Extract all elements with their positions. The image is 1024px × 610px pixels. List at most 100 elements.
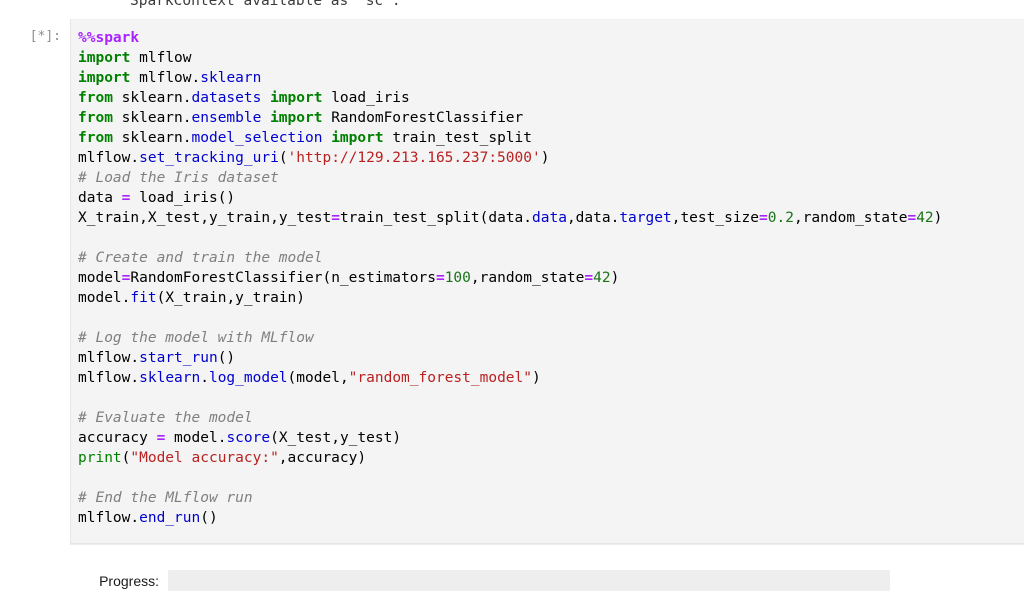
code-line-8: # Load the Iris dataset bbox=[78, 168, 1018, 188]
token-comment-log: # Log the model with MLflow bbox=[78, 330, 314, 346]
token-keyword-from: from bbox=[78, 130, 113, 146]
token-submodule-model-selection: model_selection bbox=[191, 130, 323, 146]
token-module-mlflow: mlflow bbox=[78, 350, 131, 366]
token-name-tts: train_test_split bbox=[392, 130, 532, 146]
code-line-17: mlflow.start_run() bbox=[78, 348, 1018, 368]
token-paren-open: ( bbox=[121, 450, 131, 466]
code-line-24: # End the MLflow run bbox=[78, 488, 1018, 508]
token-module-mlflow: mlflow bbox=[78, 150, 131, 166]
code-line-7: mlflow.set_tracking_uri('http://129.213.… bbox=[78, 148, 1018, 168]
token-fn-set-tracking-uri: set_tracking_uri bbox=[139, 150, 279, 166]
code-line-22: print("Model accuracy:",accuracy) bbox=[78, 448, 1018, 468]
token-comma: , bbox=[139, 210, 148, 226]
token-attr-sklearn: sklearn bbox=[200, 70, 262, 86]
token-attr-sklearn: sklearn bbox=[139, 370, 201, 386]
token-module-mlflow: mlflow bbox=[139, 70, 192, 86]
token-keyword-import: import bbox=[78, 70, 131, 86]
code-line-25: mlflow.end_run() bbox=[78, 508, 1018, 528]
token-dot: . bbox=[130, 150, 140, 166]
token-num-test-size: 0.2 bbox=[767, 210, 794, 226]
token-paren-close: ) bbox=[357, 450, 367, 466]
token-var-xtrain: X_train bbox=[78, 210, 140, 226]
previous-output-text: SparkContext available as 'sc'. bbox=[130, 0, 401, 9]
token-paren-close: ) bbox=[296, 290, 306, 306]
code-line-6: from sklearn.model_selection import trai… bbox=[78, 128, 1018, 148]
token-comma: , bbox=[566, 210, 576, 226]
token-comma: , bbox=[671, 210, 681, 226]
token-string-accuracy-label: "Model accuracy:" bbox=[130, 450, 279, 466]
token-var-model: model bbox=[78, 290, 122, 306]
progress-bar-track[interactable] bbox=[168, 570, 890, 591]
token-name-rfc: RandomForestClassifier bbox=[130, 270, 323, 286]
token-paren-open: ( bbox=[322, 270, 332, 286]
code-line-21: accuracy = model.score(X_test,y_test) bbox=[78, 428, 1018, 448]
code-line-14: model.fit(X_train,y_train) bbox=[78, 288, 1018, 308]
token-module-mlflow: mlflow bbox=[139, 50, 192, 66]
token-module-mlflow: mlflow bbox=[78, 370, 131, 386]
token-dot: . bbox=[610, 210, 620, 226]
token-comment-load: # Load the Iris dataset bbox=[78, 170, 279, 186]
token-comma: , bbox=[270, 210, 279, 226]
token-submodule-datasets: datasets bbox=[191, 90, 262, 106]
code-line-23-blank bbox=[78, 468, 1018, 488]
token-string-model-name: "random_forest_model" bbox=[348, 370, 532, 386]
token-assign: = bbox=[907, 210, 917, 226]
token-keyword-from: from bbox=[78, 90, 113, 106]
token-parens: () bbox=[200, 510, 218, 526]
code-line-10: X_train,X_test,y_train,y_test=train_test… bbox=[78, 208, 1018, 228]
token-paren-open: ( bbox=[270, 430, 279, 446]
token-attr-data: data bbox=[532, 210, 567, 226]
code-line-4: from sklearn.datasets import load_iris bbox=[78, 88, 1018, 108]
token-var-xtest: X_test bbox=[147, 210, 201, 226]
code-line-1: %%spark bbox=[78, 28, 1018, 48]
token-name-rfc: RandomForestClassifier bbox=[331, 110, 524, 126]
token-parens: () bbox=[217, 190, 236, 206]
token-dot: . bbox=[182, 130, 192, 146]
token-dot: . bbox=[130, 370, 140, 386]
token-var-data: data bbox=[488, 210, 524, 226]
code-line-11-blank bbox=[78, 228, 1018, 248]
token-keyword-import: import bbox=[331, 130, 384, 146]
token-var-ytest: y_test bbox=[339, 430, 393, 446]
code-line-3: import mlflow.sklearn bbox=[78, 68, 1018, 88]
code-line-15-blank bbox=[78, 308, 1018, 328]
token-comment-create: # Create and train the model bbox=[78, 250, 323, 266]
token-var-model: model bbox=[78, 270, 122, 286]
token-string-tracking-uri: 'http://129.213.165.237:5000' bbox=[287, 150, 541, 166]
token-var-xtrain: X_train bbox=[165, 290, 227, 306]
token-dot: . bbox=[191, 70, 201, 86]
token-fn-fit: fit bbox=[130, 290, 157, 306]
token-assign: = bbox=[156, 430, 166, 446]
token-comma: , bbox=[331, 430, 340, 446]
token-name-load-iris: load_iris bbox=[139, 190, 218, 206]
token-builtin-print: print bbox=[78, 450, 122, 466]
token-paren-close: ) bbox=[933, 210, 943, 226]
token-pkg-sklearn: sklearn bbox=[121, 130, 183, 146]
token-fn-score: score bbox=[226, 430, 271, 446]
token-num-random-state: 42 bbox=[916, 210, 934, 226]
previous-output-clipped: SparkContext available as 'sc'. bbox=[0, 0, 1024, 11]
token-assign: = bbox=[331, 210, 340, 226]
token-kwarg-random-state: random_state bbox=[479, 270, 585, 286]
token-keyword-import: import bbox=[270, 110, 323, 126]
token-dot: . bbox=[130, 510, 140, 526]
code-line-9: data = load_iris() bbox=[78, 188, 1018, 208]
token-comma: , bbox=[339, 370, 349, 386]
code-line-2: import mlflow bbox=[78, 48, 1018, 68]
token-paren-close: ) bbox=[392, 430, 402, 446]
token-name-tts: train_test_split bbox=[339, 210, 480, 226]
token-var-ytrain: y_train bbox=[208, 210, 271, 226]
token-paren-open: ( bbox=[278, 150, 288, 166]
token-paren-close: ) bbox=[532, 370, 541, 386]
token-kwarg-test-size: test_size bbox=[680, 210, 760, 226]
token-parens: () bbox=[217, 350, 236, 366]
token-comma: , bbox=[226, 290, 236, 306]
token-var-ytest: y_test bbox=[278, 210, 332, 226]
code-line-20: # Evaluate the model bbox=[78, 408, 1018, 428]
token-fn-log-model: log_model bbox=[208, 370, 288, 386]
token-submodule-ensemble: ensemble bbox=[191, 110, 262, 126]
token-dot: . bbox=[130, 350, 140, 366]
